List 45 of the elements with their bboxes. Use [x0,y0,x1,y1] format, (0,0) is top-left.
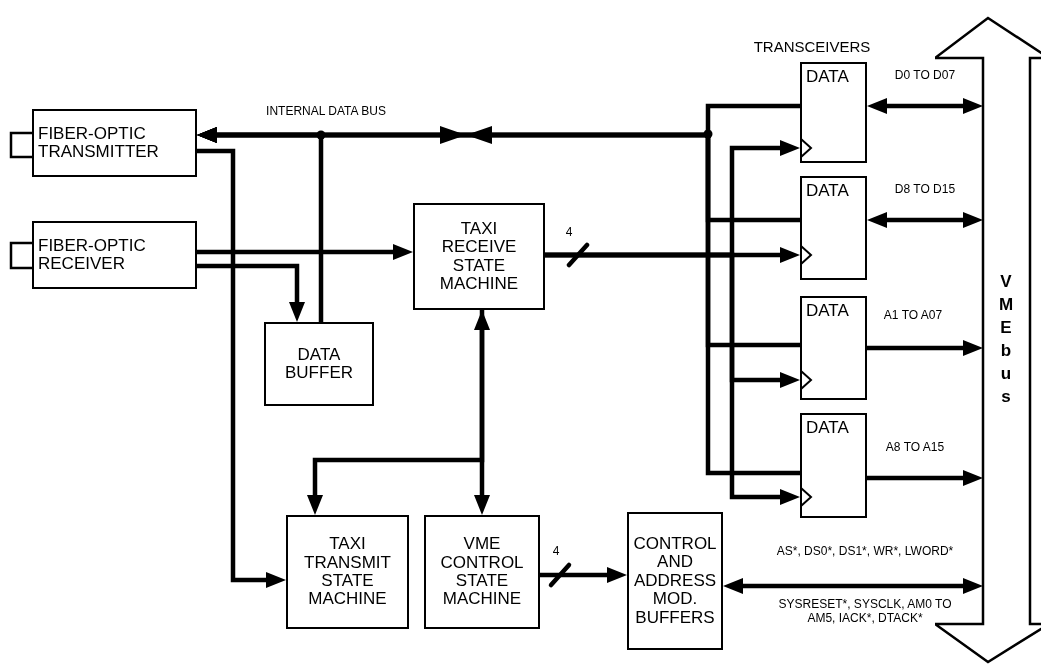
connector-arrow [197,244,413,260]
block-box [264,322,374,406]
edge-label: D8 TO D15 [893,182,957,197]
connector-arrow [197,263,305,322]
connector-arrow [867,340,983,356]
block-label: CONTROL AND ADDRESS MOD. BUFFERS [632,535,718,627]
connector-arrow [867,470,983,486]
transceiver-box [800,296,867,400]
group-heading: TRANSCEIVERS [752,38,872,56]
block-box [424,515,540,629]
connector-arrow [540,567,627,583]
transceiver-box [800,62,867,163]
block-label: DATA [806,419,849,438]
connector-arrow [307,310,485,515]
bus-label: INTERNAL DATA BUS [265,104,387,119]
block-label: DATA [806,68,849,87]
connector-arrow [197,148,286,588]
block-label: VME CONTROL STATE MACHINE [439,535,525,609]
block-box [286,515,409,629]
block-box [627,512,723,650]
edge-label: A8 TO A15 [884,440,946,455]
block-box [32,109,197,177]
block-label: FIBER-OPTIC RECEIVER [38,236,147,274]
connector-arrow [197,127,800,476]
block-box [32,221,197,289]
connector-arrow [867,212,983,228]
transceiver-box [800,176,867,280]
edge-label: 4 [564,225,574,240]
edge-label: 4 [551,544,561,559]
block-label: TAXI RECEIVE STATE MACHINE [438,219,520,294]
block-label: FIBER-OPTIC TRANSMITTER [38,124,160,162]
edge-label: AS*, DS0*, DS1*, WR*, LWORD* [775,544,955,559]
connector-arrow [867,98,983,114]
connector-arrow [723,578,983,594]
connector-arrow [545,252,800,505]
transceiver-box [800,413,867,518]
block-label: DATA [806,302,849,321]
edge-label: A1 TO A07 [882,308,944,323]
bus-label: VMEbus [997,271,1015,408]
block-label: DATA BUFFER [284,345,354,383]
block-label: DATA [806,182,849,201]
block-box [413,203,545,310]
block-label: TAXI TRANSMIT STATE MACHINE [303,535,392,609]
signal-label: SYSRESET*, SYSCLK, AM0 TO AM5, IACK*, DTACK* [777,597,953,626]
edge-label: D0 TO D07 [893,68,957,83]
